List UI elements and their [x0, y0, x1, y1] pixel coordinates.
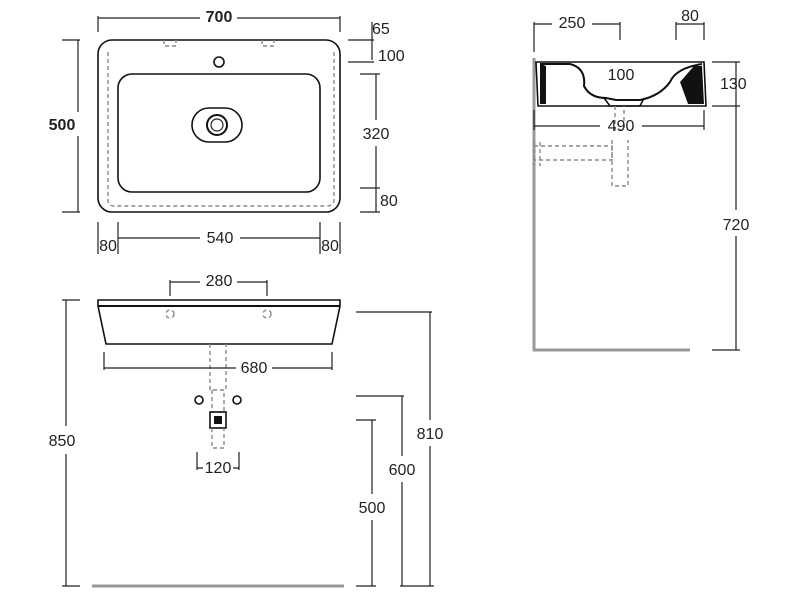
waste-outlet — [209, 411, 227, 429]
bracket-left-top — [163, 40, 177, 47]
supply-valve-right — [232, 395, 242, 405]
dim-line-mount-height — [712, 106, 740, 351]
dim-width: 700 — [206, 9, 233, 26]
dim-length: 490 — [608, 118, 635, 135]
dim-line-basin-width — [103, 352, 333, 370]
dim-line-waste-height — [356, 419, 376, 587]
waste-pipe-front — [211, 428, 225, 449]
dim-bowl-width: 540 — [207, 230, 234, 247]
tap-hole — [213, 56, 225, 68]
bracket-hole-right — [262, 309, 272, 319]
dim-supply-spacing: 120 — [205, 460, 232, 477]
dim-rim-left: 80 — [99, 238, 117, 255]
dim-bracket-spacing: 280 — [206, 273, 233, 290]
side-view: 250 80 130 100 490 720 — [532, 8, 750, 352]
dim-depth-back: 80 — [681, 8, 699, 25]
dim-line-tap — [348, 22, 374, 63]
hidden-edge-top — [107, 52, 335, 207]
bowl-outline — [117, 73, 321, 193]
dim-line-total-height — [62, 299, 80, 587]
dim-line-bottom — [97, 222, 341, 254]
dim-inner: 100 — [608, 67, 635, 84]
dim-bowl-depth: 320 — [363, 126, 390, 143]
front-view: 280 680 120 850 810 600 500 — [49, 273, 444, 588]
drain-hole — [206, 114, 228, 136]
dim-height: 500 — [49, 117, 76, 134]
dim-line-depth-back — [675, 22, 705, 40]
dim-line-supply-height — [356, 395, 404, 586]
dim-line-right-stack — [360, 73, 380, 213]
waste-outlet-core — [214, 416, 222, 424]
trap-body — [611, 140, 629, 187]
dim-mount-height: 720 — [723, 217, 750, 234]
dim-line-depth-front — [533, 22, 621, 52]
basin-profile — [535, 61, 707, 107]
dim-line-height — [62, 39, 80, 213]
basin-outline-top — [97, 39, 341, 213]
dim-basin-width: 680 — [241, 360, 268, 377]
trap-tail — [614, 106, 625, 131]
dim-waste-height: 500 — [359, 500, 386, 517]
bracket-right-top — [261, 40, 275, 47]
dim-rim-right: 80 — [321, 238, 339, 255]
dim-line-rim-height — [356, 311, 434, 587]
dim-rim-height: 810 — [417, 426, 444, 443]
dim-line-supply-spacing — [196, 452, 240, 470]
top-view: 700 500 65 100 320 80 80 540 80 — [49, 9, 405, 255]
bracket-hole-left — [165, 309, 175, 319]
dim-tap-offset: 65 — [372, 21, 390, 38]
drain-hole-inner — [210, 118, 224, 132]
dim-supply-height: 600 — [389, 462, 416, 479]
dim-line-bracket-spacing — [169, 280, 268, 296]
wall-and-floor-side — [532, 58, 690, 352]
rim-back — [540, 64, 546, 104]
dim-line-width — [97, 16, 341, 32]
rim-front — [680, 66, 704, 104]
bowl-profile — [540, 63, 703, 101]
drain-profile — [603, 97, 645, 107]
dim-line-side-height — [712, 61, 740, 107]
dim-side-height: 130 — [720, 76, 747, 93]
dim-rim-bottom: 80 — [380, 193, 398, 210]
dim-total-height: 850 — [49, 433, 76, 450]
trap-front — [209, 344, 227, 391]
trap-horizontal — [533, 142, 613, 166]
supply-valve-left — [194, 395, 204, 405]
dim-depth-front: 250 — [559, 15, 586, 32]
trap-pipe-front — [211, 390, 225, 413]
dim-line-length — [533, 110, 705, 130]
dim-rim-top: 100 — [378, 48, 405, 65]
drain-plate — [191, 107, 243, 143]
